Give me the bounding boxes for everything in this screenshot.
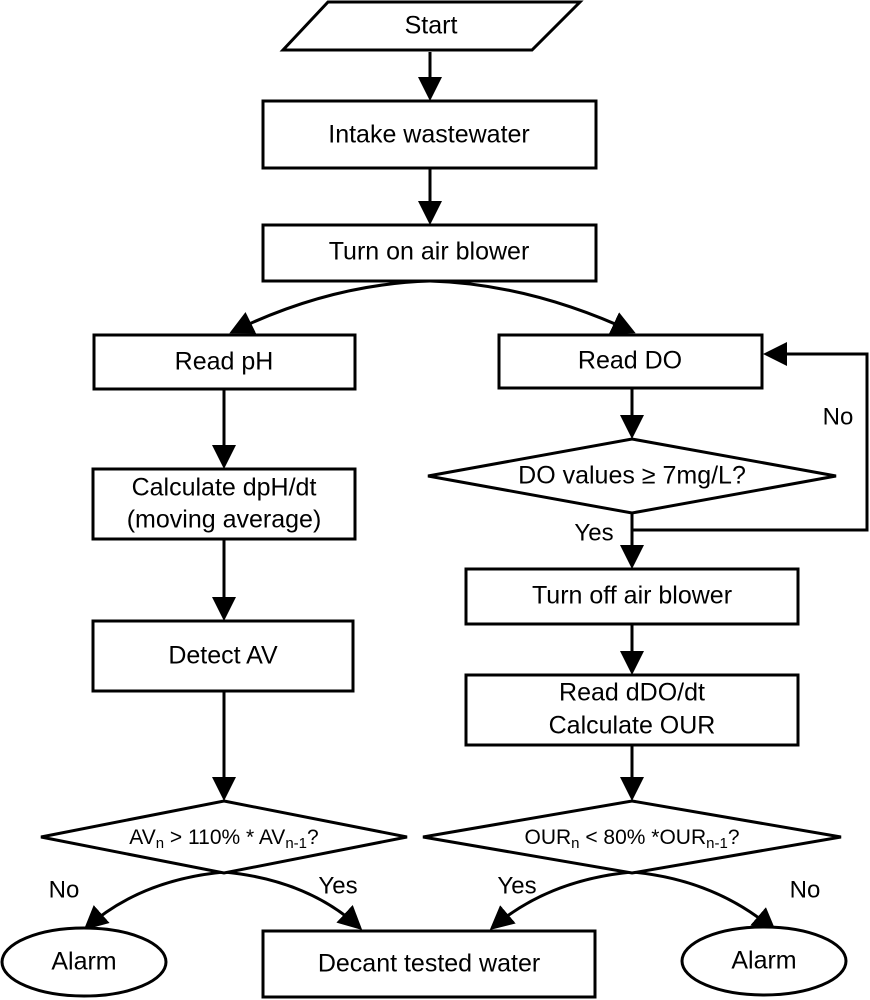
read-do-label: Read DO xyxy=(578,347,682,375)
calc-dph-line2: (moving average) xyxy=(127,506,322,534)
our-decision-b: < 80% *OUR xyxy=(580,826,707,849)
alarm-right-ellipse xyxy=(680,925,848,997)
calc-dph-box xyxy=(91,467,357,541)
calc-dph-line1: Calculate dpH/dt xyxy=(132,474,317,502)
blower-on-label: Turn on air blower xyxy=(329,238,530,266)
our-decision-c: ? xyxy=(728,826,740,849)
edge-blower-on-to-read-ph xyxy=(229,279,431,334)
start-label: Start xyxy=(405,12,458,40)
node-alarm-right: Alarm xyxy=(680,925,848,997)
av-decision-diamond xyxy=(40,799,408,875)
node-intake: Intake wastewater xyxy=(261,99,598,170)
node-decant: Decant tested water xyxy=(261,929,597,999)
node-detect-av: Detect AV xyxy=(91,619,355,693)
node-read-do: Read DO xyxy=(497,333,764,390)
node-blower-on: Turn on air blower xyxy=(261,223,598,283)
do-decision-diamond xyxy=(427,437,837,515)
edge-our-decision-no-to-alarm xyxy=(631,870,777,932)
read-ph-box xyxy=(92,333,357,391)
our-yes-label: Yes xyxy=(497,872,536,899)
decant-box xyxy=(261,929,597,999)
node-alarm-left: Alarm xyxy=(0,926,168,998)
node-start: Start xyxy=(279,0,584,52)
node-av-decision: AVn > 110% * AVn-1? xyxy=(40,799,408,875)
detect-av-box xyxy=(91,619,355,693)
start-parallelogram xyxy=(279,0,584,52)
node-do-decision: DO values ≥ 7mg/L? xyxy=(427,437,837,515)
alarm-left-label: Alarm xyxy=(51,948,116,976)
av-decision-c: ? xyxy=(307,826,319,849)
our-decision-a-sub: n xyxy=(571,835,579,852)
av-no-label: No xyxy=(49,876,80,903)
detect-av-label: Detect AV xyxy=(168,642,278,670)
edge-do-decision-no-loop xyxy=(632,342,869,532)
read-ddo-line1: Read dDO/dt xyxy=(559,679,705,707)
our-no-label: No xyxy=(790,876,821,903)
av-yes-label: Yes xyxy=(318,872,357,899)
node-calc-dph: Calculate dpH/dt (moving average) xyxy=(91,467,357,541)
av-decision-a-sub: n xyxy=(156,835,164,852)
read-ddo-line2: Calculate OUR xyxy=(549,712,716,740)
our-decision-b-sub: n-1 xyxy=(706,835,728,852)
intake-box xyxy=(261,99,598,170)
our-decision-a: OUR xyxy=(524,826,571,849)
blower-on-box xyxy=(261,223,598,283)
edge-av-decision-yes-to-decant xyxy=(223,870,363,931)
av-decision-label: AVn > 110% * AVn-1? xyxy=(129,826,318,852)
av-decision-b-sub: n-1 xyxy=(285,835,307,852)
do-decision-label: DO values ≥ 7mg/L? xyxy=(518,462,746,490)
edge-av-decision-no-to-alarm xyxy=(83,870,225,930)
av-decision-b: > 110% * AV xyxy=(164,826,285,849)
intake-label: Intake wastewater xyxy=(328,121,530,149)
edge-blower-on-to-read-do xyxy=(429,279,636,335)
node-our-decision: OURn < 80% *OURn-1? xyxy=(422,799,842,875)
node-read-ddo: Read dDO/dt Calculate OUR xyxy=(464,673,800,747)
edge-labels: No Yes No Yes Yes No xyxy=(49,403,854,903)
node-read-ph: Read pH xyxy=(92,333,357,391)
do-no-label: No xyxy=(823,403,854,430)
node-blower-off: Turn off air blower xyxy=(464,567,800,626)
do-yes-label: Yes xyxy=(574,519,613,546)
alarm-left-ellipse xyxy=(0,926,168,998)
edge-our-decision-yes-to-decant xyxy=(489,870,633,930)
read-ph-label: Read pH xyxy=(175,348,274,376)
our-decision-diamond xyxy=(422,799,842,875)
av-decision-a: AV xyxy=(129,826,155,849)
blower-off-box xyxy=(464,567,800,626)
alarm-right-label: Alarm xyxy=(731,947,796,975)
our-decision-label: OURn < 80% *OURn-1? xyxy=(524,826,739,852)
blower-off-label: Turn off air blower xyxy=(532,582,732,610)
decant-label: Decant tested water xyxy=(318,950,540,978)
read-ddo-box xyxy=(464,673,800,747)
read-do-box xyxy=(497,333,764,390)
